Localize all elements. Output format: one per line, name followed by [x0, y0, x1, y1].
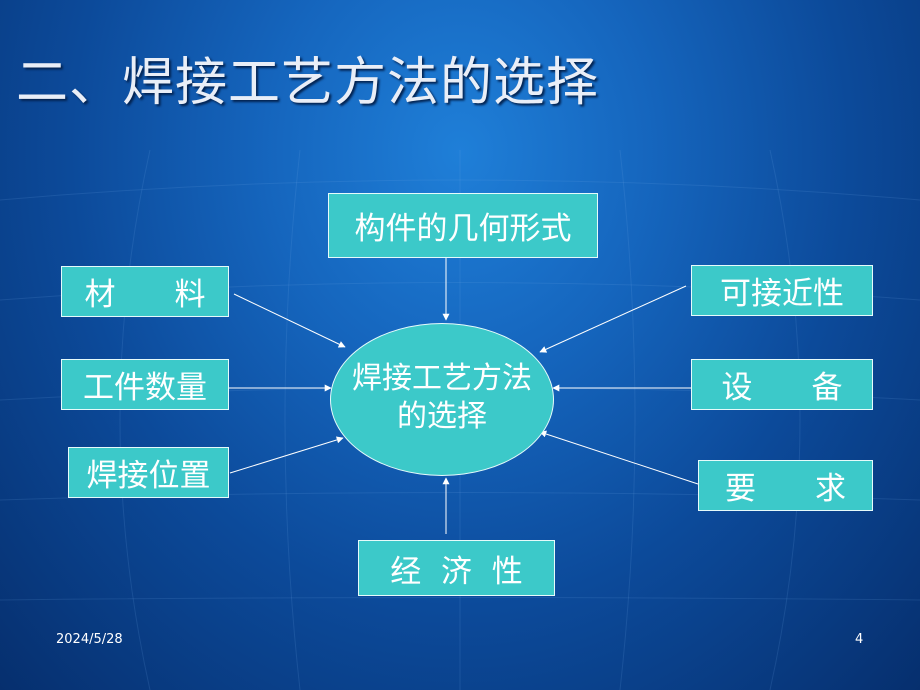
center-label-line2: 的选择: [397, 399, 487, 434]
page-number: 4: [855, 632, 864, 647]
center-ellipse: [330, 323, 554, 476]
node-requirement: 要 求: [698, 460, 873, 511]
node-economy: 经 济 性: [358, 540, 555, 596]
node-position: 焊接位置: [68, 447, 229, 498]
node-geometry: 构件的几何形式: [328, 193, 598, 258]
center-label-line1: 焊接工艺方法: [352, 361, 532, 396]
arrow-requirement: [539, 430, 699, 485]
footer-date: 2024/5/28: [56, 632, 123, 647]
node-material: 材 料: [61, 266, 229, 317]
arrow-accessibility: [539, 285, 687, 353]
arrow-position: [229, 436, 344, 474]
arrow-material: [233, 293, 346, 348]
node-equipment: 设 备: [691, 359, 873, 410]
slide-title: 二、焊接工艺方法的选择: [16, 53, 600, 113]
center-label: 焊接工艺方法 的选择: [330, 360, 554, 436]
node-quantity: 工件数量: [61, 359, 229, 410]
node-accessibility: 可接近性: [691, 265, 873, 316]
